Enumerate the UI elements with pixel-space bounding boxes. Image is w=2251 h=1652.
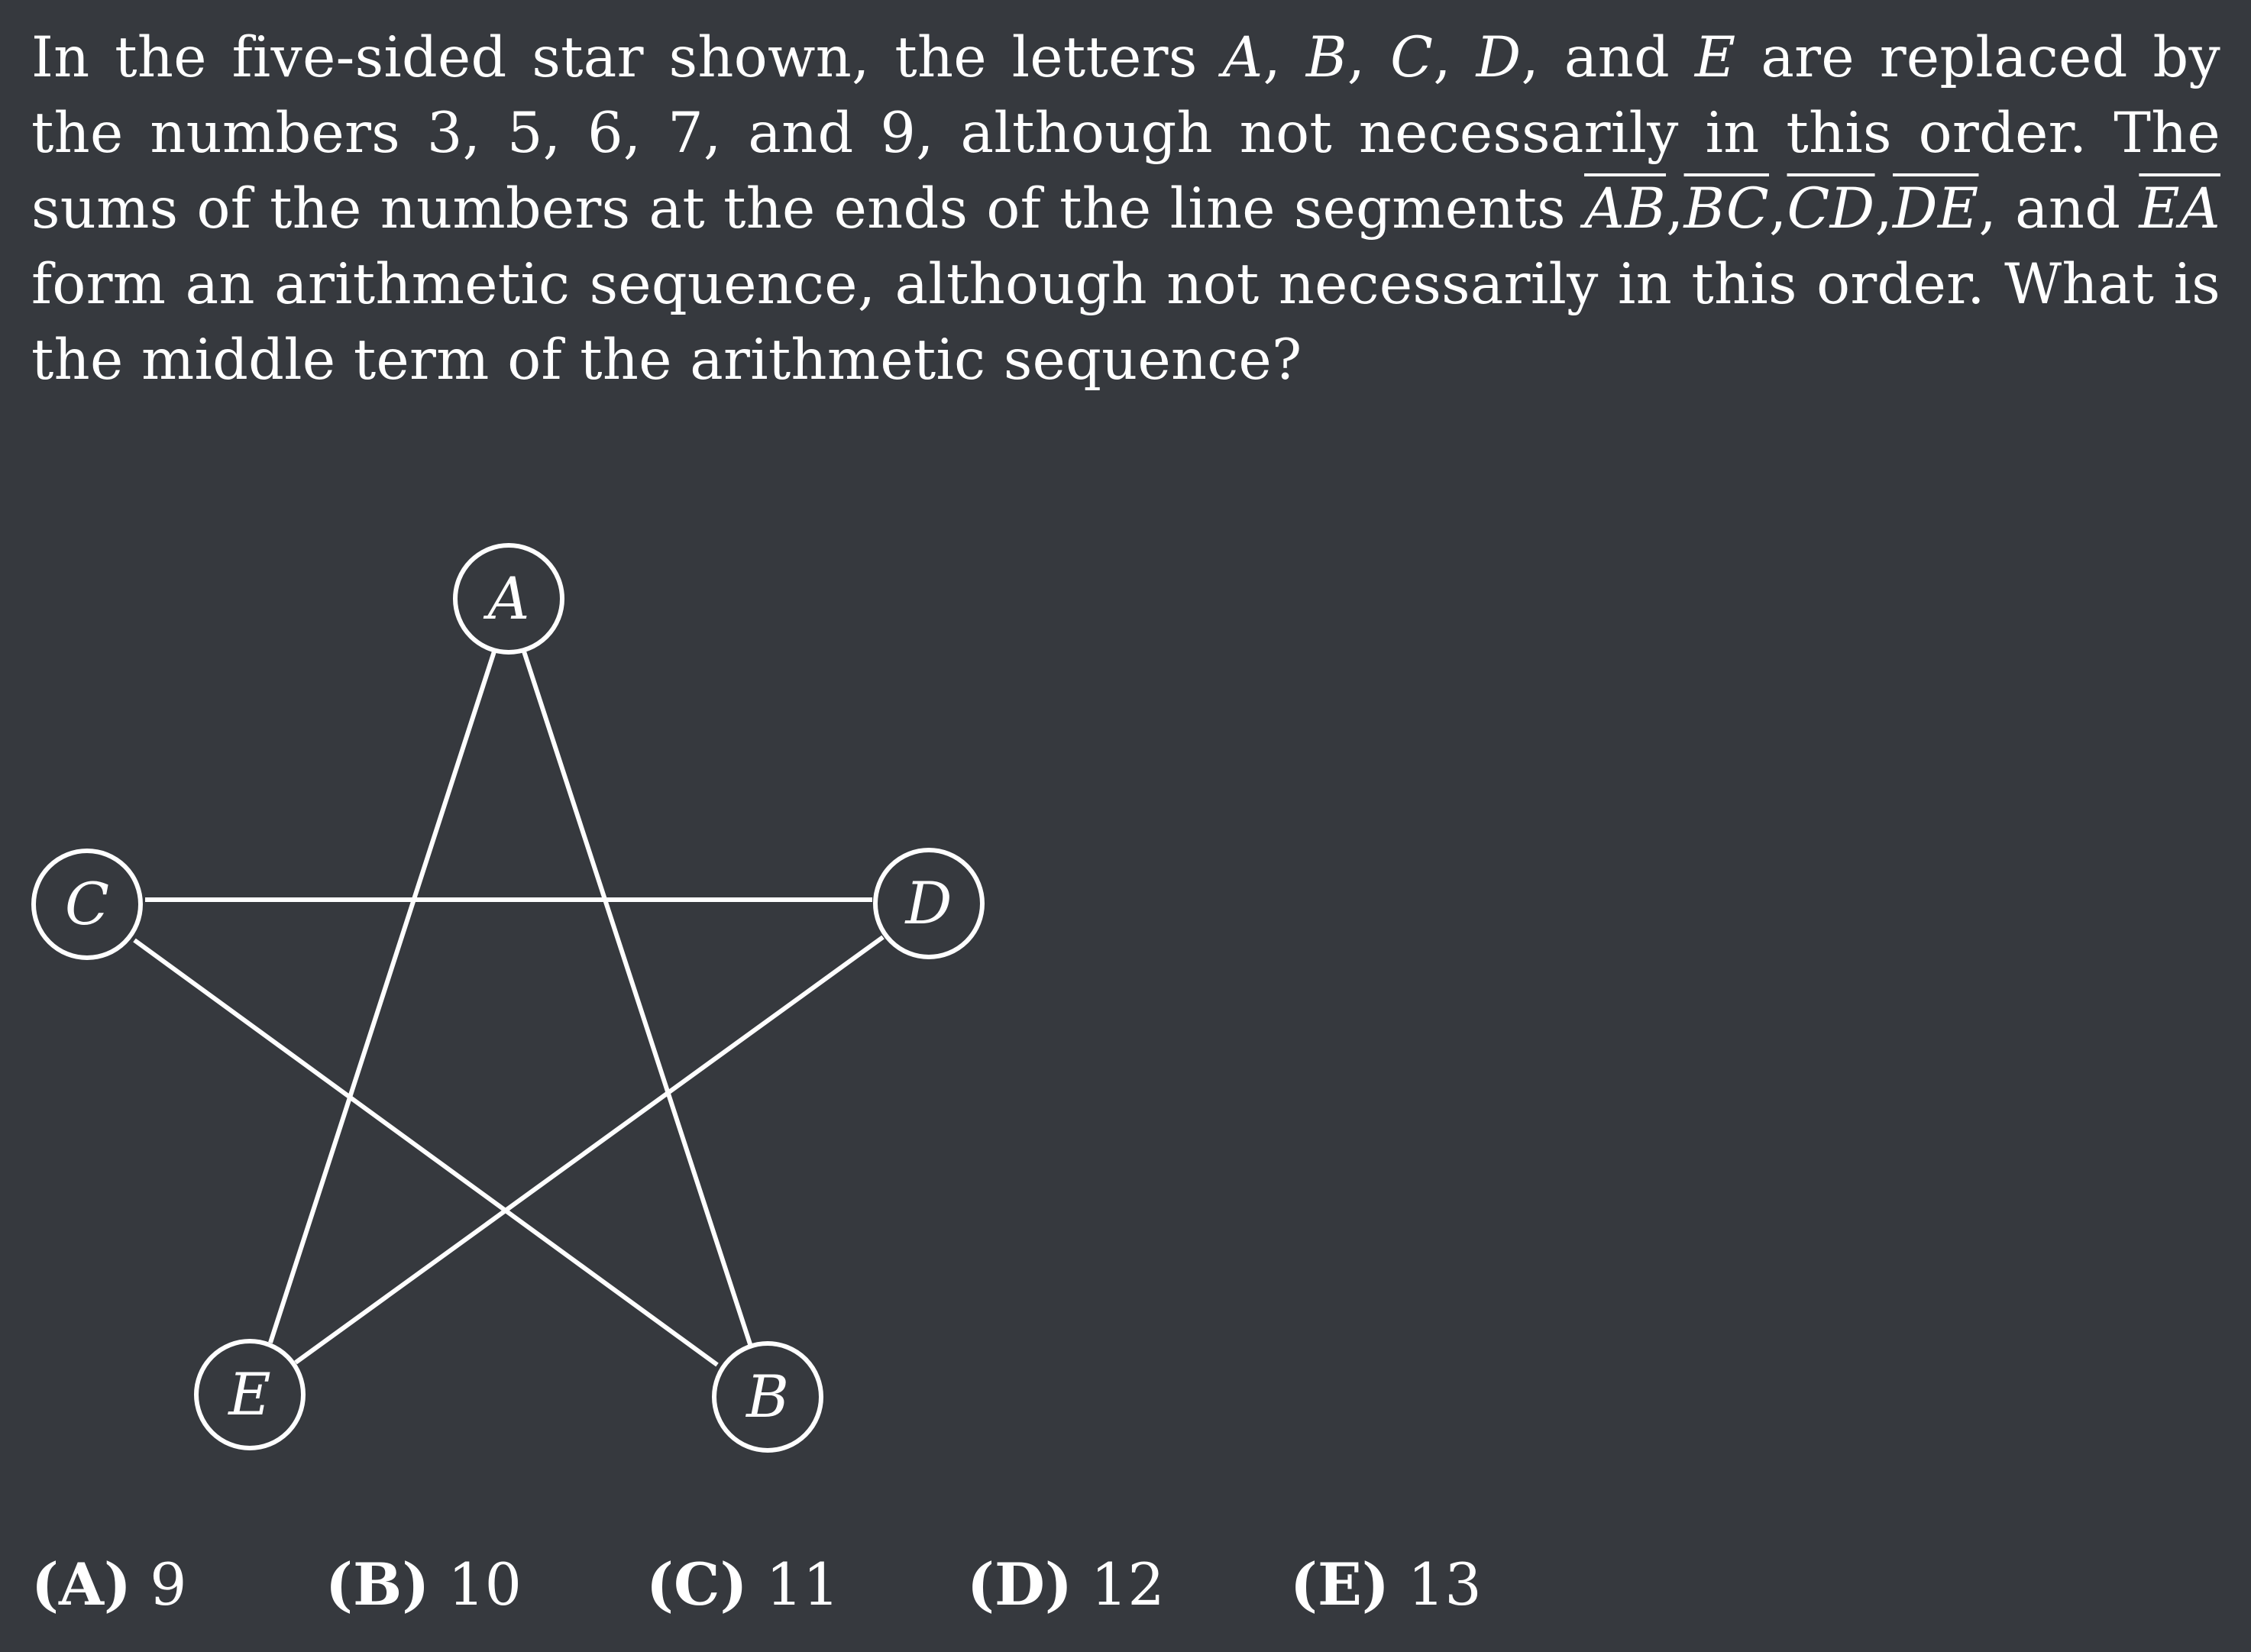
choice-a-letter: (A) [31, 1550, 131, 1618]
vertex-b: B [712, 1341, 823, 1453]
choice-c[interactable]: (C) 11 [646, 1543, 839, 1627]
edge-e-a [268, 651, 496, 1343]
vertex-c-circle [31, 849, 143, 960]
choice-d[interactable]: (D) 12 [967, 1543, 1165, 1627]
problem-text-part: form an arithmetic sequence, although no… [31, 252, 2220, 393]
edge-a-b [522, 651, 753, 1347]
choice-c-letter: (C) [646, 1550, 748, 1618]
vertex-d-label: D [904, 869, 952, 937]
vertex-c: C [31, 849, 143, 960]
vertex-c-label: C [65, 870, 109, 938]
edge-d-e [294, 935, 885, 1365]
choice-d-value: 12 [1091, 1550, 1165, 1618]
star-edges [133, 651, 885, 1367]
variable-d: D [1476, 25, 1522, 90]
number-list: 3, 5, 6, 7, [426, 101, 722, 166]
variable-e: E [1694, 25, 1736, 90]
comma: , [1769, 176, 1787, 241]
choice-e-value: 13 [1408, 1550, 1482, 1618]
number-nine: 9 [880, 101, 917, 166]
choice-a-value: 9 [150, 1550, 187, 1618]
segment-ea: EA [2139, 176, 2220, 241]
vertex-e: E [194, 1339, 306, 1450]
choice-a[interactable]: (A) 9 [31, 1543, 186, 1627]
choice-b[interactable]: (B) 10 [325, 1543, 522, 1627]
choice-e[interactable]: (E) 13 [1290, 1543, 1482, 1627]
choice-e-letter: (E) [1290, 1550, 1389, 1618]
problem-text-part: In the five-sided star shown, the letter… [31, 25, 1223, 90]
comma: , [1347, 25, 1391, 90]
choice-b-value: 10 [448, 1550, 522, 1618]
problem-text-part: are replaced by the numbers [31, 25, 2221, 166]
variable-b: B [1305, 25, 1347, 90]
vertex-b-label: B [745, 1363, 789, 1431]
choice-d-letter: (D) [967, 1550, 1072, 1618]
segment-ab: AB [1584, 176, 1667, 241]
problem-text-part: , although not necessarily in this order… [31, 101, 2221, 241]
vertex-a-label: A [484, 564, 530, 632]
vertex-a-circle [453, 543, 564, 655]
segment-bc: BC [1683, 176, 1770, 241]
comma: , [1433, 25, 1476, 90]
comma: , [1263, 25, 1306, 90]
segment-de: DE [1893, 176, 1979, 241]
vertex-d-circle [873, 848, 985, 959]
choice-c-value: 11 [765, 1550, 840, 1618]
edge-b-c [133, 938, 719, 1367]
comma: , [1666, 176, 1684, 241]
vertex-d: D [873, 848, 985, 959]
segment-cd: CD [1787, 176, 1875, 241]
problem-text-part: , and [1521, 25, 1695, 90]
vertex-a: A [453, 543, 564, 655]
vertex-e-circle [194, 1339, 306, 1450]
vertex-e-label: E [227, 1360, 270, 1428]
variable-a: A [1222, 25, 1263, 90]
problem-text-part: and [721, 101, 881, 166]
variable-c: C [1390, 25, 1434, 90]
choice-b-letter: (B) [325, 1550, 430, 1618]
problem-text-part: , and [1978, 176, 2139, 241]
problem-statement: In the five-sided star shown, the letter… [31, 20, 2220, 398]
vertex-b-circle [712, 1341, 823, 1453]
comma: , [1874, 176, 1894, 241]
